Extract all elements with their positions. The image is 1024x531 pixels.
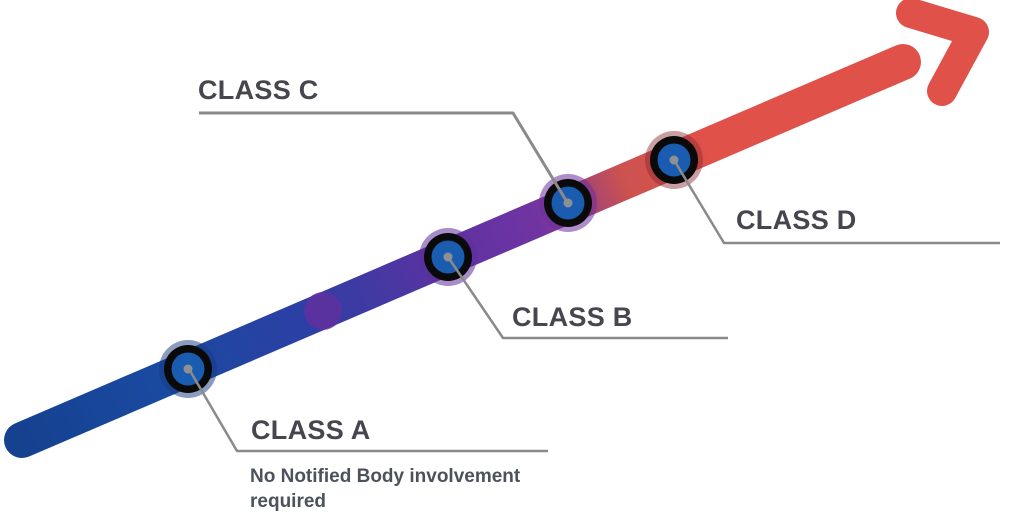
class-b-label: CLASS B: [512, 302, 633, 332]
marker-center-class-a: [183, 364, 193, 374]
leader-line-class-a: [187, 368, 548, 453]
class-d-label: CLASS D: [736, 205, 857, 235]
marker-center-class-b: [443, 252, 453, 262]
arrowhead-icon: [896, 0, 989, 106]
class-a-label: CLASS A: [251, 415, 371, 445]
leader-line-class-c: [199, 111, 569, 203]
class-a-note: No Notified Body involvement required: [250, 466, 521, 512]
leader-line-class-b: [446, 256, 728, 340]
marker-center-class-d: [669, 155, 679, 165]
leader-line-class-d: [672, 159, 1000, 245]
marker-center-class-c: [563, 198, 573, 208]
purple-accent-blob: [304, 292, 342, 330]
class-c-label: CLASS C: [198, 75, 319, 105]
